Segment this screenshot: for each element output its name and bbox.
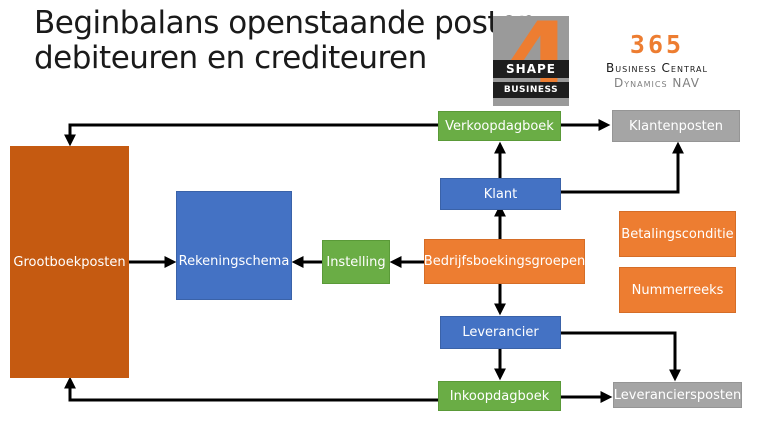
brand-edition: 365 xyxy=(629,30,685,59)
page-title: Beginbalans openstaande posten debiteure… xyxy=(34,6,537,76)
arrow-inkoop-to-grootboek xyxy=(64,376,438,402)
node-bedrijfsboekingsgroepen: Bedrijfsboekingsgroepen xyxy=(424,239,585,284)
product-brand: 365 Business Central Dynamics NAV xyxy=(578,30,736,90)
arrow-leverancier-to-levposten xyxy=(561,331,681,382)
brand-legacy: Dynamics NAV xyxy=(614,76,700,90)
node-leveranciersposten: Leveranciersposten xyxy=(613,382,742,408)
arrow-klant-to-klantenposten xyxy=(561,141,684,194)
node-nummerreeks: Nummerreeks xyxy=(619,267,736,313)
title-line-2: debiteuren en crediteuren xyxy=(34,40,427,76)
title-line-1: Beginbalans openstaande posten xyxy=(34,5,537,41)
arrow-verkoop-to-grootboek xyxy=(64,123,438,147)
logo-top-word: SHAPE xyxy=(493,60,569,78)
logo-bottom-word: BUSINESS xyxy=(493,82,569,98)
node-verkoopdagboek: Verkoopdagboek xyxy=(438,111,561,141)
node-rekeningschema: Rekeningschema xyxy=(176,191,292,300)
node-instelling: Instelling xyxy=(322,240,390,284)
node-klantenposten: Klantenposten xyxy=(612,110,740,142)
shape4business-logo: 4 SHAPE BUSINESS xyxy=(493,10,572,106)
node-klant: Klant xyxy=(440,178,561,210)
node-inkoopdagboek: Inkoopdagboek xyxy=(438,381,561,411)
node-leverancier: Leverancier xyxy=(440,316,561,349)
brand-product: Business Central xyxy=(605,61,708,75)
node-betalingsconditie: Betalingsconditie xyxy=(619,211,736,257)
node-grootboekposten: Grootboekposten xyxy=(10,146,129,378)
